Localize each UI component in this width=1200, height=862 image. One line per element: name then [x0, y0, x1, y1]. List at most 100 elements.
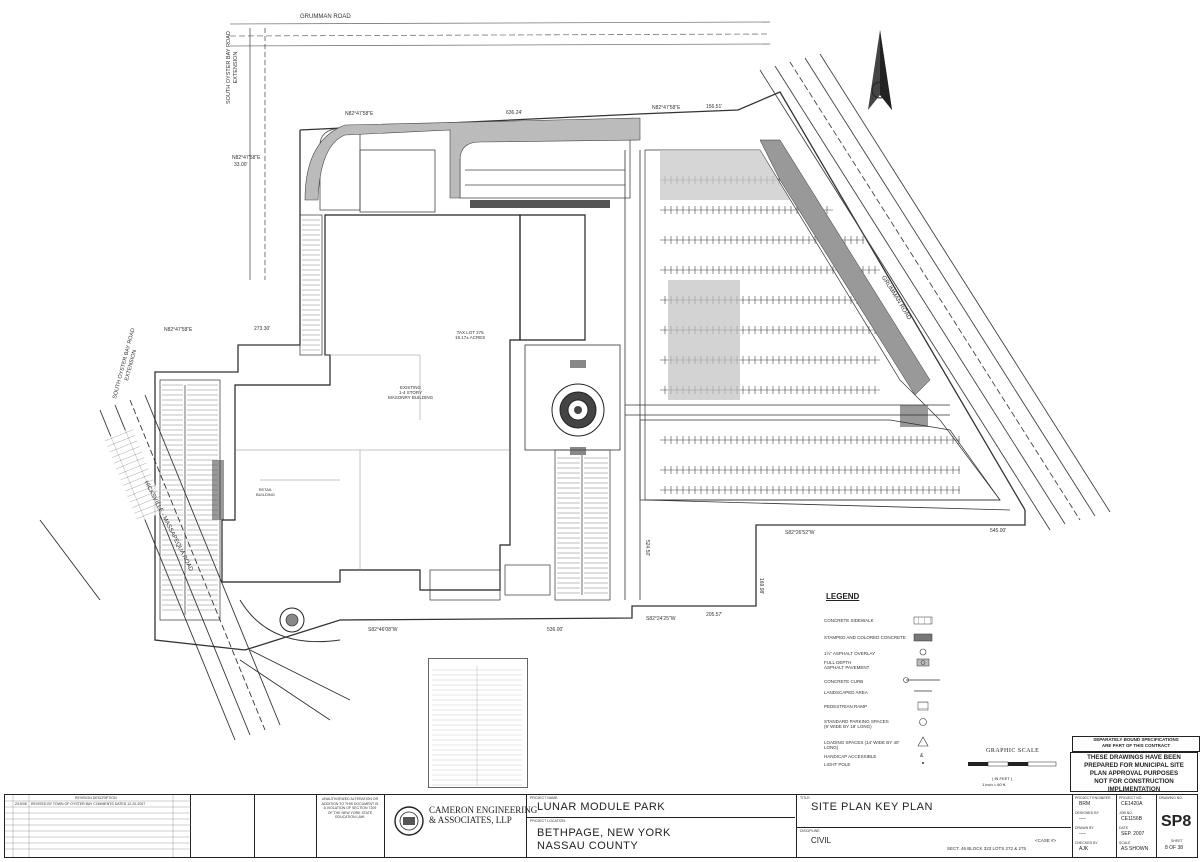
legend-item-label: LIGHT POLE	[824, 762, 851, 767]
legend-item: PEDESTRIAN RAMP	[824, 702, 964, 716]
blank-block	[191, 795, 255, 857]
checked-by: AJK	[1079, 846, 1089, 852]
scale: AS SHOWN	[1121, 846, 1149, 852]
legend-item-label: CONCRETE CURB	[824, 679, 864, 684]
dim-label: 536.00'	[547, 627, 564, 633]
dim-label: N82°47'58"E	[345, 111, 374, 117]
job-no: CE1156B	[1121, 816, 1143, 822]
designed-by-label: DESIGNED BY	[1075, 811, 1099, 815]
north-arrow-icon	[868, 30, 892, 110]
dim-label: N82°47'58"E	[232, 155, 261, 161]
warning-block: UNAUTHORIZED ALTERATION OR ADDITION TO T…	[317, 795, 385, 857]
warning-note: UNAUTHORIZED ALTERATION OR ADDITION TO T…	[321, 797, 379, 819]
checked-by-label: CHECKED BY	[1075, 841, 1098, 845]
legend-item-label: 1½" ASPHALT OVERLAY	[824, 651, 876, 656]
revision-description: REVISED BY TOWN OF OYSTER BAY COMMENTS D…	[31, 802, 146, 806]
project-name: LUNAR MODULE PARK	[537, 801, 666, 813]
designed-by: ----	[1079, 816, 1086, 822]
revision-block: REVISION DESCRIPTION 2/15/08 REVISED BY …	[5, 795, 191, 857]
dim-label: S82°24'25"W	[646, 616, 676, 622]
legend-item: LOADING SPACES (14' WIDE BY 40' LONG)	[824, 738, 964, 752]
legend-item-label: CONCRETE SIDEWALK	[824, 618, 874, 623]
legend-item-label: LOADING SPACES (14' WIDE BY 40' LONG)	[824, 740, 900, 750]
project-engineer: BRM	[1079, 801, 1091, 807]
main-building	[221, 214, 586, 591]
approval-notice: THESE DRAWINGS HAVE BEEN PREPARED FOR MU…	[1070, 752, 1198, 793]
retail-building-label: RETAIL BUILDING	[256, 487, 275, 497]
legend-item: HANDICAP ACCESSIBLE	[824, 752, 964, 766]
legend-item: STANDARD PARKING SPACES (9' WIDE BY 18' …	[824, 717, 964, 731]
title-block: REVISION DESCRIPTION 2/15/08 REVISED BY …	[4, 794, 1198, 858]
dim-label: 273.30'	[254, 326, 271, 332]
grumman-road-north	[229, 21, 771, 47]
firm-logo-icon	[394, 806, 424, 836]
hicksville-road	[39, 394, 351, 741]
sobr-upper	[249, 28, 266, 280]
main-building-label: EXISTING 1-4 STORY MASONRY BUILDING	[388, 385, 434, 400]
project-location-1: BETHPAGE, NEW YORK	[537, 827, 671, 839]
dim-label: 169.98'	[758, 578, 764, 595]
drawing-number-block: DRAWING NO. SP8 SHEET 8 OF 38	[1157, 795, 1197, 857]
drawing-title-block: TITLE: SITE PLAN KEY PLAN DISCIPLINE: CI…	[797, 795, 1073, 857]
dim-label: 33.00'	[234, 162, 248, 168]
legend-item-label: STANDARD PARKING SPACES (9' WIDE BY 18' …	[824, 719, 889, 729]
stamp-block	[255, 795, 317, 857]
legend-title: LEGEND	[826, 592, 860, 601]
roundabout	[279, 607, 305, 633]
sheet-number: 8 OF 38	[1165, 845, 1184, 851]
project-engineer-label: PROJECT ENGINEER	[1075, 796, 1111, 800]
date-label: DATE	[1119, 826, 1129, 830]
specifications-notice: SEPARATELY BOUND SPECIFICATIONS ARE PART…	[1072, 736, 1200, 752]
sheet-label: SHEET	[1171, 839, 1183, 843]
grumman-road-east	[759, 53, 1111, 531]
dim-label: 636.24'	[506, 110, 523, 116]
project-no-label: PROJECT NO.	[1119, 796, 1143, 800]
graphic-scale-bar	[968, 761, 1057, 767]
scale-label: SCALE	[1119, 841, 1131, 845]
firm-name: CAMERON ENGINEERING & ASSOCIATES, LLP	[429, 805, 538, 825]
graphic-scale-ratio: 1 inch = 60 ft.	[982, 782, 1007, 787]
graphic-scale-units: ( IN FEET )	[992, 776, 1013, 781]
sobr-upper-label: SOUTH OYSTER BAY ROAD EXTENSION	[226, 31, 239, 104]
project-location-label: PROJECT LOCATION:	[530, 819, 566, 823]
legend-item-label: FULL DEPTH ASPHALT PAVEMENT	[824, 660, 870, 670]
abbreviations-box	[428, 658, 528, 788]
drawing-no-label: DRAWING NO.	[1159, 796, 1183, 800]
legend-item-label: PEDESTRIAN RAMP	[824, 704, 868, 709]
drawn-by: ----	[1079, 831, 1086, 837]
grumman-road-north-label: GRUMMAN ROAD	[300, 14, 351, 20]
job-no-label: JOB NO.	[1119, 811, 1134, 815]
project-no: CE1420A	[1121, 801, 1143, 807]
graphic-scale-title: GRAPHIC SCALE	[986, 748, 1040, 754]
legend-item: CONCRETE CURB	[824, 677, 964, 691]
dim-label: N82°47'58"E	[164, 327, 193, 333]
svg-text:&: &	[920, 753, 924, 759]
project-name-label: PROJECT NAME:	[530, 796, 559, 800]
revision-header: REVISION DESCRIPTION	[75, 796, 117, 800]
dim-label: 205.57'	[706, 612, 723, 618]
legend-item: 1½" ASPHALT OVERLAY	[824, 649, 964, 663]
revision-date: 2/15/08	[15, 802, 27, 806]
legend-item-label: STAMPED AND COLORED CONCRETE	[824, 635, 906, 640]
drawing-title: SITE PLAN KEY PLAN	[811, 801, 933, 813]
tax-lot-label: TAX LOT 275 19.17± ACRES	[455, 330, 486, 340]
dim-label: 156.51'	[706, 104, 723, 110]
lot-info: SECT. 46 BLOCK 323 LOTS 272 & 275	[947, 846, 1027, 851]
legend-item: LANDSCAPED AREA	[824, 688, 964, 702]
case-number: <CASE #>	[1035, 838, 1057, 843]
legend-symbols: &	[903, 616, 940, 764]
project-block: PROJECT NAME: LUNAR MODULE PARK PROJECT …	[527, 795, 797, 857]
central-plaza	[524, 344, 621, 455]
dim-label: 545.00'	[990, 528, 1007, 534]
discipline-label: DISCIPLINE:	[800, 829, 821, 833]
graphic-scale: GRAPHIC SCALE ( IN FEET ) 1 inch = 60 ft…	[960, 748, 1060, 788]
legend-item: LIGHT POLE	[824, 760, 964, 774]
legend: LEGEND CONCRETE SIDEWALK STAMPED AND COL…	[818, 592, 968, 772]
firm-block: CAMERON ENGINEERING & ASSOCIATES, LLP	[385, 795, 537, 857]
legend-item: FULL DEPTH ASPHALT PAVEMENT	[824, 658, 964, 672]
project-location-2: NASSAU COUNTY	[537, 840, 639, 852]
legend-item-label: LANDSCAPED AREA	[824, 690, 868, 695]
dim-label: S82°46'08"W	[368, 627, 398, 633]
